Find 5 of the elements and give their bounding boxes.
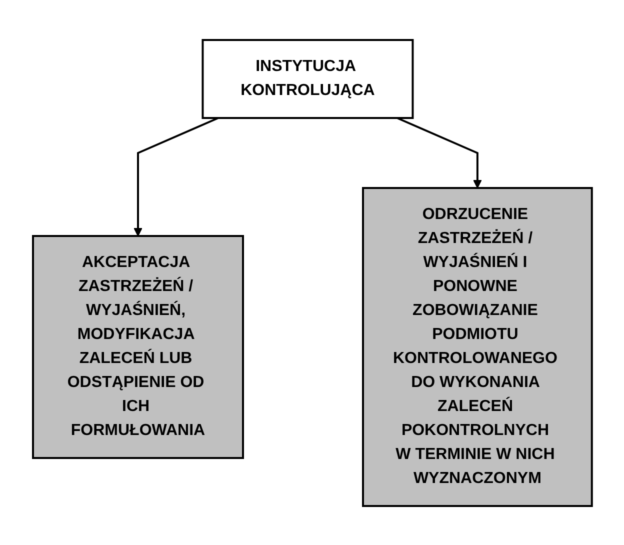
node-box: ODRZUCENIE ZASTRZEŻEŃ / WYJAŚNIEŃ I PONOWNE ZOBOWIĄZANIE PODMIOTU KONTROLOWANEGO DO WYKONANIA ZALECEŃ POKONTROLNYCH W TERMINIE W NICH WYZNACZONYM — [362, 186, 592, 506]
arrow — [396, 116, 482, 188]
arrow — [133, 116, 218, 236]
node-box: INSTYTUCJA KONTROLUJĄCA — [201, 38, 414, 118]
node-box: AKCEPTACJA ZASTRZEŻEŃ / WYJAŚNIEŃ, MODYFIKACJA ZALECEŃ LUB ODSTĄPIENIE OD ICH FORMUŁOWANIA — [32, 234, 244, 458]
